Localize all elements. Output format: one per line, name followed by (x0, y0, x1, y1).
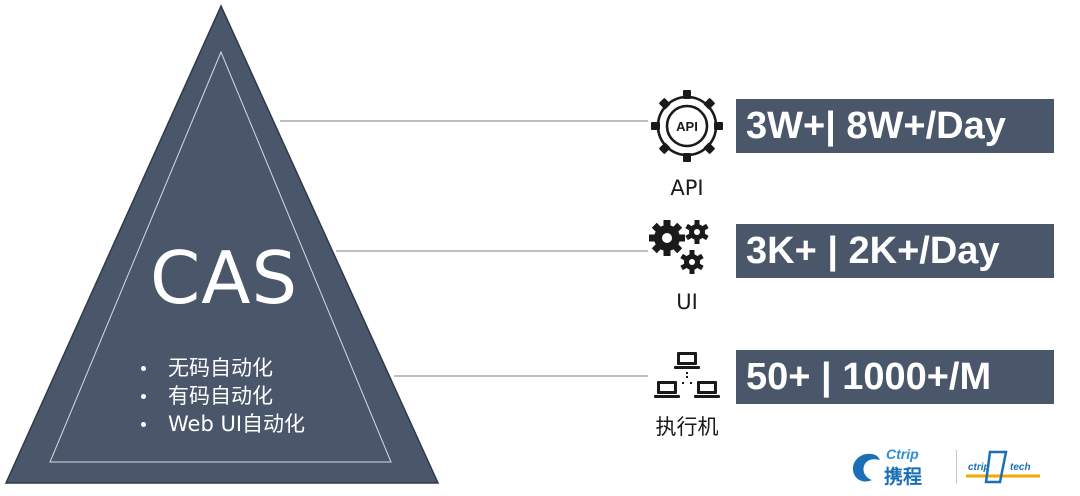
cas-pyramid (4, 4, 440, 484)
ctrip-logo-en: Ctrip (886, 446, 919, 462)
ctrip-logo-zh: 携程 (884, 467, 923, 488)
svg-text:ctrip: ctrip (968, 462, 990, 473)
executor-stat-box: 50+ | 1000+/M (736, 350, 1054, 404)
api-gear-icon: API (651, 90, 723, 162)
ctrip-tech-logo: ctrip tech (966, 450, 1040, 484)
bullet-item: Web UI自动化 (138, 410, 305, 438)
cas-pyramid-inner-outline (49, 50, 392, 463)
api-label: API (670, 176, 704, 200)
executor-label: 执行机 (655, 415, 719, 439)
ui-label: UI (676, 290, 698, 314)
svg-text:API: API (676, 119, 698, 134)
ctrip-logo-mark (852, 453, 880, 482)
logo-divider (956, 450, 957, 484)
ui-stat-box: 3K+ | 2K+/Day (736, 224, 1054, 278)
gears-icon (649, 220, 709, 274)
network-computers-icon (654, 352, 720, 398)
pyramid-bullet-list: 无码自动化 有码自动化 Web UI自动化 (138, 354, 305, 438)
api-stat-box: 3W+| 8W+/Day (736, 99, 1054, 153)
svg-text:tech: tech (1010, 462, 1031, 473)
pyramid-title: CAS (150, 236, 299, 320)
bullet-item: 无码自动化 (138, 354, 305, 382)
bullet-item: 有码自动化 (138, 382, 305, 410)
